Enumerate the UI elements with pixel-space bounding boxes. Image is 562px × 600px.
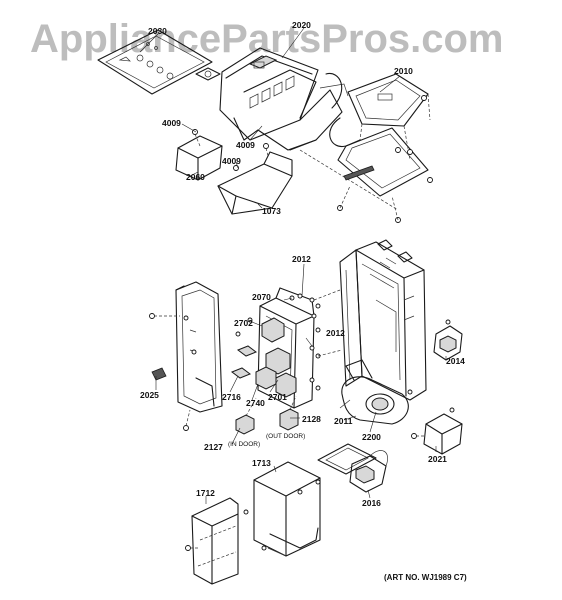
callout-4009-c: 4009 [222, 156, 241, 166]
callout-2025: 2025 [140, 390, 159, 400]
fan-motor-assembly [339, 359, 413, 425]
callout-2014: 2014 [446, 356, 465, 366]
callout-2010: 2010 [394, 66, 413, 76]
motor-2016 [349, 450, 388, 493]
callout-2012-a: 2012 [292, 254, 311, 264]
note-out-door: (OUT DOOR) [266, 433, 305, 440]
callout-2060: 2060 [186, 172, 205, 182]
callout-2740: 2740 [246, 398, 265, 408]
callout-2012-b: 2012 [326, 328, 345, 338]
callout-2128: 2128 [302, 414, 321, 424]
callout-2716: 2716 [222, 392, 241, 402]
watermark: AppliancePartsPros.com [30, 17, 504, 61]
note-in-door: (IN DOOR) [228, 441, 260, 448]
transformer-2060 [175, 129, 223, 181]
cover-1712 [185, 497, 239, 585]
gasket-2011 [317, 443, 377, 475]
callout-2200: 2200 [362, 432, 381, 442]
callout-2030: 2030 [148, 26, 167, 36]
mounting-bracket-2070 [230, 287, 343, 409]
solenoid-2021 [411, 407, 463, 455]
callout-2016: 2016 [362, 498, 381, 508]
side-panel-2025 [149, 281, 223, 431]
callout-labels: 2030 2020 2010 4009 4009 4009 2060 1073 … [140, 20, 465, 508]
chassis-frame [339, 239, 427, 401]
fuse-holders [235, 395, 299, 435]
leader-lines [139, 27, 447, 504]
callout-2021: 2021 [428, 454, 447, 464]
callout-2070: 2070 [252, 292, 271, 302]
callout-1712: 1712 [196, 488, 215, 498]
callout-2127: 2127 [204, 442, 223, 452]
control-board-assembly [329, 73, 433, 223]
callout-2702: 2702 [234, 318, 253, 328]
switch-2014 [433, 319, 463, 361]
callout-2020: 2020 [292, 20, 311, 30]
callout-2011: 2011 [334, 416, 353, 426]
cover-1073 [217, 143, 293, 215]
callout-1073: 1073 [262, 206, 281, 216]
callout-4009-b: 4009 [236, 140, 255, 150]
callout-2701: 2701 [268, 392, 287, 402]
callout-4009-a: 4009 [162, 118, 181, 128]
art-number: (ART NO. WJ1989 C7) [384, 573, 467, 582]
bracket-1713 [243, 461, 321, 557]
callout-1713: 1713 [252, 458, 271, 468]
control-panel-group [97, 29, 349, 151]
